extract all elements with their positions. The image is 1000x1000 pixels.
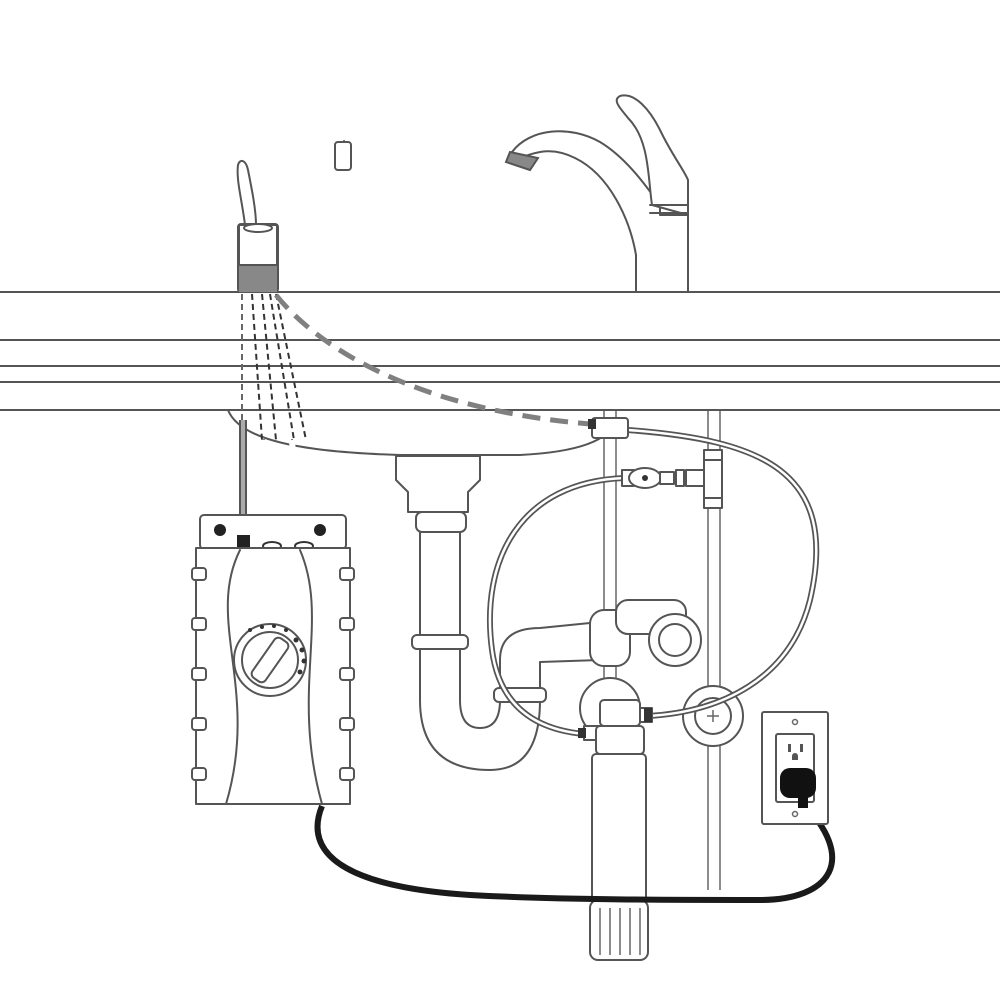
temperature-dial (233, 623, 307, 697)
shutoff-valve (621, 467, 705, 489)
water-heater-tank (191, 514, 355, 805)
countertop (0, 291, 1000, 411)
cold-supply-escutcheon (682, 685, 744, 747)
tee-fitting (703, 449, 723, 509)
power-plug (780, 768, 816, 808)
p-trap-drain (395, 455, 702, 771)
hot-water-faucet (236, 96, 352, 293)
power-cord (314, 797, 835, 904)
hidden-tubing-dashes (241, 293, 591, 441)
sink-basin (227, 409, 617, 456)
kitchen-faucet (504, 94, 689, 293)
faucet-connector (588, 417, 629, 439)
water-filter (578, 699, 653, 961)
filter-tubing (486, 427, 820, 737)
tank-side-tabs (191, 567, 355, 781)
